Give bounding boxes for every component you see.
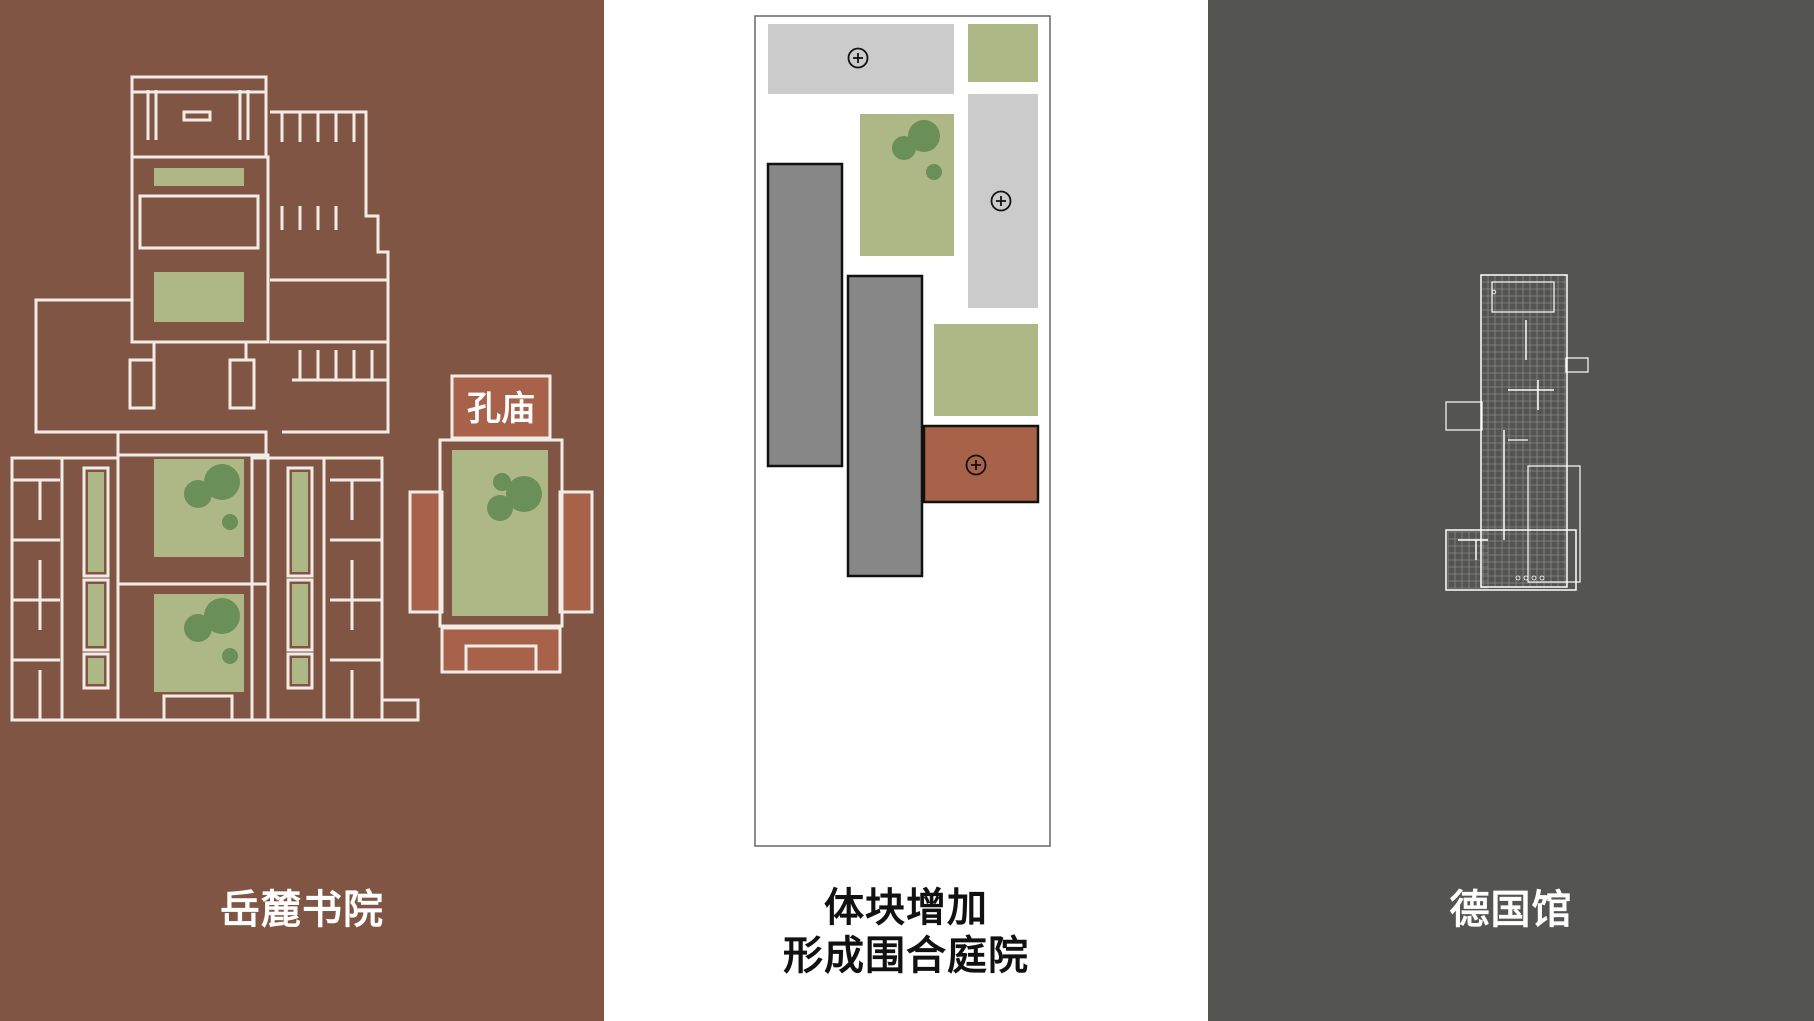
yuelu-academy-caption: 岳麓书院 <box>220 886 384 933</box>
trees <box>184 464 240 664</box>
massing-block-dark-center <box>846 274 924 578</box>
plus-circle-icon <box>990 190 1012 212</box>
east-dormitory-outline <box>250 456 384 722</box>
hall-outline <box>138 194 260 250</box>
temple-label: 孔庙 <box>467 389 535 429</box>
plus-circle-icon <box>847 47 869 69</box>
temple-sign <box>450 374 552 440</box>
massing-caption-line1: 体块增加 <box>824 884 988 931</box>
massing-block-dark-left <box>766 162 844 468</box>
massing-panel: 体块增加 形成围合庭院 <box>604 0 1208 1021</box>
massing-caption: 体块增加 形成围合庭院 <box>604 884 1208 980</box>
central-court-outline <box>130 155 270 344</box>
barcelona-pavilion-caption: 德国馆 <box>1449 886 1573 933</box>
green-courtyard-lower <box>934 324 1038 416</box>
pavilion-walls <box>1445 274 1589 591</box>
tree <box>892 136 916 160</box>
right-background <box>1208 0 1814 1021</box>
massing-block-light-top <box>768 24 954 94</box>
yuelu-academy-panel: 孔庙 岳麓书院 <box>0 0 604 1021</box>
temple-gate <box>440 626 562 674</box>
massing-diagram <box>754 15 1051 847</box>
west-dormitory-outline <box>10 456 120 722</box>
plus-circle-icon <box>965 454 987 476</box>
academy-walls <box>10 75 420 722</box>
tree <box>908 120 940 152</box>
paving-grid <box>1447 274 1567 589</box>
massing-caption-line2: 形成围合庭院 <box>783 932 1029 979</box>
green-block-top <box>968 24 1038 82</box>
temple-frame <box>438 438 564 628</box>
altar-outline <box>182 110 212 122</box>
massing-block-brick <box>922 424 1040 504</box>
temple-west-wing <box>408 490 444 614</box>
temple-east-wing <box>558 490 594 614</box>
tree <box>926 164 942 180</box>
temple-gate-inner <box>464 644 538 674</box>
barcelona-pavilion-plan <box>1208 0 1814 1021</box>
yuelu-academy-plan: 孔庙 <box>0 0 604 1021</box>
confucius-temple: 孔庙 <box>408 374 594 674</box>
barcelona-pavilion-panel: 德国馆 <box>1208 0 1814 1021</box>
